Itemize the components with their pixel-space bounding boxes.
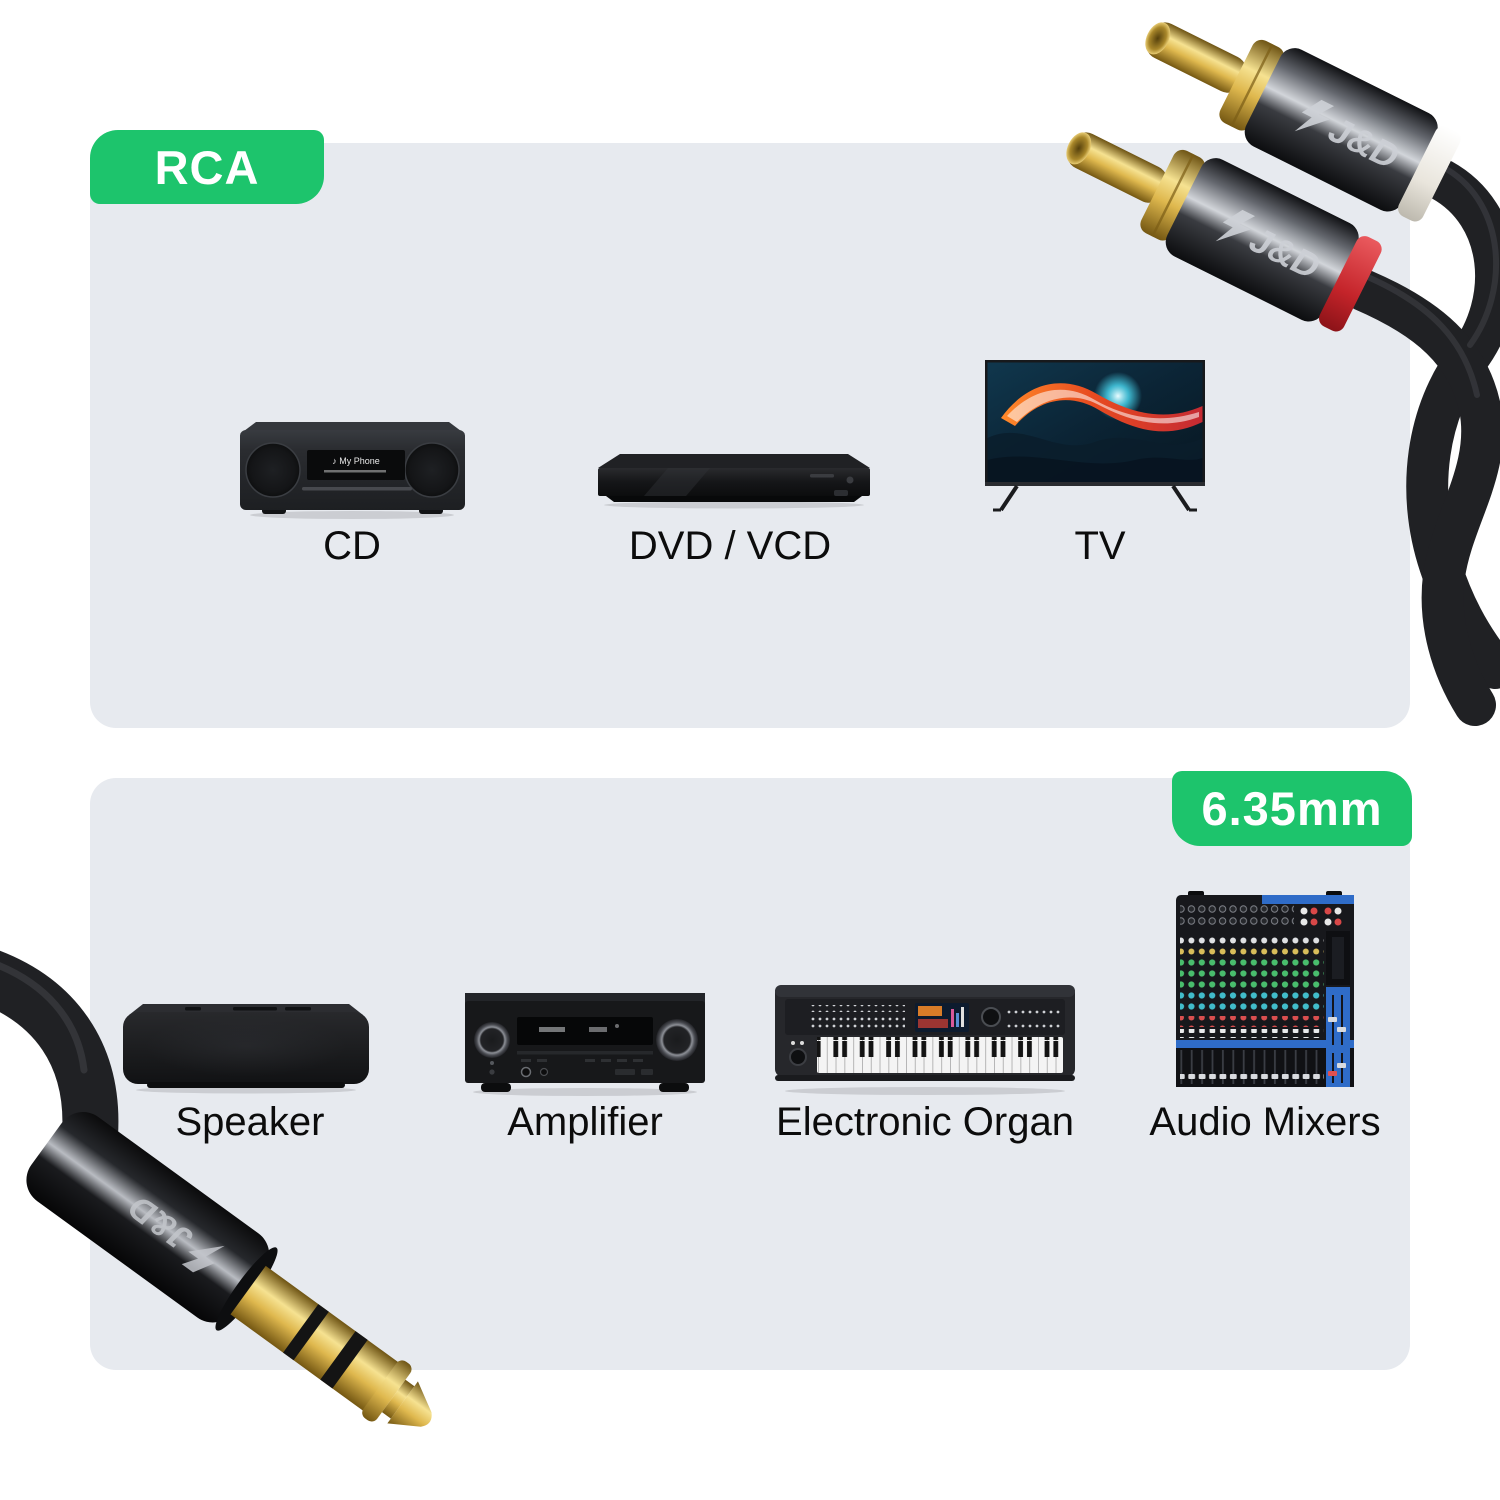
device-label-tv: TV — [1074, 524, 1126, 568]
tv-icon — [985, 360, 1205, 512]
device-label-amplifier: Amplifier — [507, 1100, 663, 1144]
device-label-audio-mixers: Audio Mixers — [1149, 1100, 1381, 1144]
635mm-plug: J&D — [26, 1112, 432, 1427]
device-label-cd: CD — [323, 524, 381, 568]
cd-player-icon: ♪ My Phone — [240, 422, 465, 519]
dvd-player-icon — [598, 454, 870, 509]
rca-plug-red: J&D — [1066, 132, 1382, 332]
cd-display-text: ♪ My Phone — [332, 456, 380, 466]
rca-connectors-image: J&D J&D — [1066, 22, 1500, 726]
rca-cables — [1342, 159, 1500, 726]
audio-mixer-icon — [1176, 891, 1354, 1087]
635mm-badge: 6.35mm — [1172, 771, 1412, 846]
device-label-dvd: DVD / VCD — [628, 524, 832, 568]
rca-badge: RCA — [90, 130, 324, 204]
amplifier-icon — [465, 993, 705, 1096]
tv-stand-legs — [993, 484, 1197, 512]
rca-badge-label: RCA — [154, 140, 260, 194]
635mm-badge-label: 6.35mm — [1201, 782, 1383, 835]
rca-cable-highlight — [1367, 167, 1499, 398]
device-label-electronic-organ: Electronic Organ — [776, 1100, 1074, 1144]
speaker-icon — [123, 1004, 369, 1094]
635mm-plug-image: J&D — [0, 950, 432, 1427]
device-label-speaker: Speaker — [175, 1100, 325, 1144]
electronic-organ-icon — [775, 985, 1075, 1095]
rca-plug-white: J&D — [1145, 22, 1461, 222]
635mm-cable — [0, 950, 119, 1163]
